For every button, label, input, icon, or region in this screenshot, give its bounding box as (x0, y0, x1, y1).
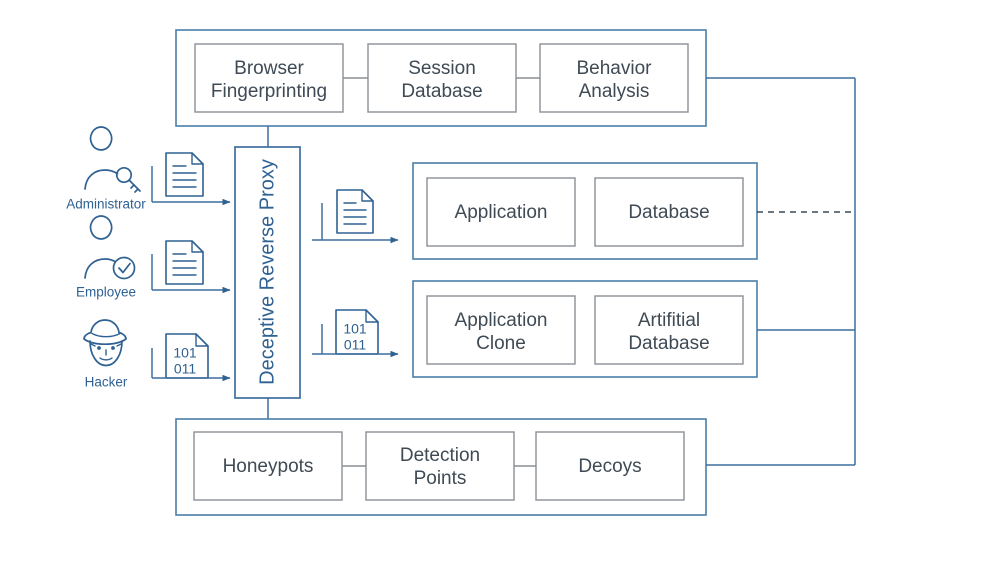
proxy-to-production-flow (312, 189, 399, 244)
production-panel[interactable]: Application Database (412, 162, 855, 260)
deception-binary-line-2: 011 (344, 337, 367, 353)
production-document-icon (336, 189, 374, 234)
binary-line-1: 101 (173, 345, 197, 361)
node-application-clone[interactable] (426, 295, 576, 365)
honeypot-panel[interactable]: Honeypots Detection Points Decoys (175, 418, 855, 516)
hacker-hat-face-icon (83, 319, 127, 367)
node-honeypots[interactable] (193, 431, 343, 501)
proxy-label: Deceptive Reverse Proxy (256, 159, 278, 385)
session-database-label-line2: Database (401, 81, 482, 102)
proxy-to-deception-flow: 101 011 (312, 309, 399, 358)
node-behavior-analysis[interactable] (539, 43, 689, 113)
node-browser-fingerprinting[interactable] (194, 43, 344, 113)
node-decoys[interactable] (535, 431, 685, 501)
actor-hacker[interactable]: Hacker 101 011 (83, 319, 231, 390)
actor-administrator[interactable]: Administrator (66, 126, 231, 212)
artifitial-database-label-line1: Artifitial (638, 310, 700, 331)
fingerprinting-panel[interactable]: Browser Fingerprinting Session Database … (175, 29, 855, 127)
deception-binary-document-icon: 101 011 (335, 309, 379, 355)
database-label: Database (628, 202, 709, 223)
detection-points-label-line1: Detection (400, 445, 480, 466)
user-key-icon (84, 126, 141, 193)
actor-employee[interactable]: Employee (76, 215, 231, 300)
browser-fingerprinting-label-line2: Fingerprinting (211, 81, 327, 102)
deception-panel[interactable]: Application Clone Artifitial Database (412, 280, 855, 378)
behavior-analysis-label-line1: Behavior (577, 58, 653, 79)
hacker-label: Hacker (85, 375, 128, 390)
node-application[interactable] (426, 177, 576, 247)
deceptive-reverse-proxy[interactable]: Deceptive Reverse Proxy (234, 126, 301, 419)
node-artifitial-database[interactable] (594, 295, 744, 365)
artifitial-database-label-line2: Database (628, 333, 709, 354)
behavior-analysis-label-line2: Analysis (579, 81, 650, 102)
hacker-binary-document-icon: 101 011 (165, 333, 209, 379)
honeypots-label: Honeypots (223, 456, 314, 477)
browser-fingerprinting-label-line1: Browser (234, 58, 304, 79)
user-check-icon (84, 215, 136, 280)
detection-points-label-line2: Points (414, 468, 467, 489)
employee-label: Employee (76, 285, 136, 300)
deception-binary-line-1: 101 (343, 321, 367, 337)
employee-document-icon (165, 240, 204, 285)
node-session-database[interactable] (367, 43, 517, 113)
administrator-label: Administrator (66, 197, 146, 212)
node-detection-points[interactable] (365, 431, 515, 501)
application-label: Application (455, 202, 548, 223)
decoys-label: Decoys (578, 456, 641, 477)
session-database-label-line1: Session (408, 58, 476, 79)
administrator-document-icon (165, 152, 204, 197)
application-clone-label-line1: Application (455, 310, 548, 331)
application-clone-label-line2: Clone (476, 333, 526, 354)
binary-line-2: 011 (174, 361, 197, 377)
node-database[interactable] (594, 177, 744, 247)
